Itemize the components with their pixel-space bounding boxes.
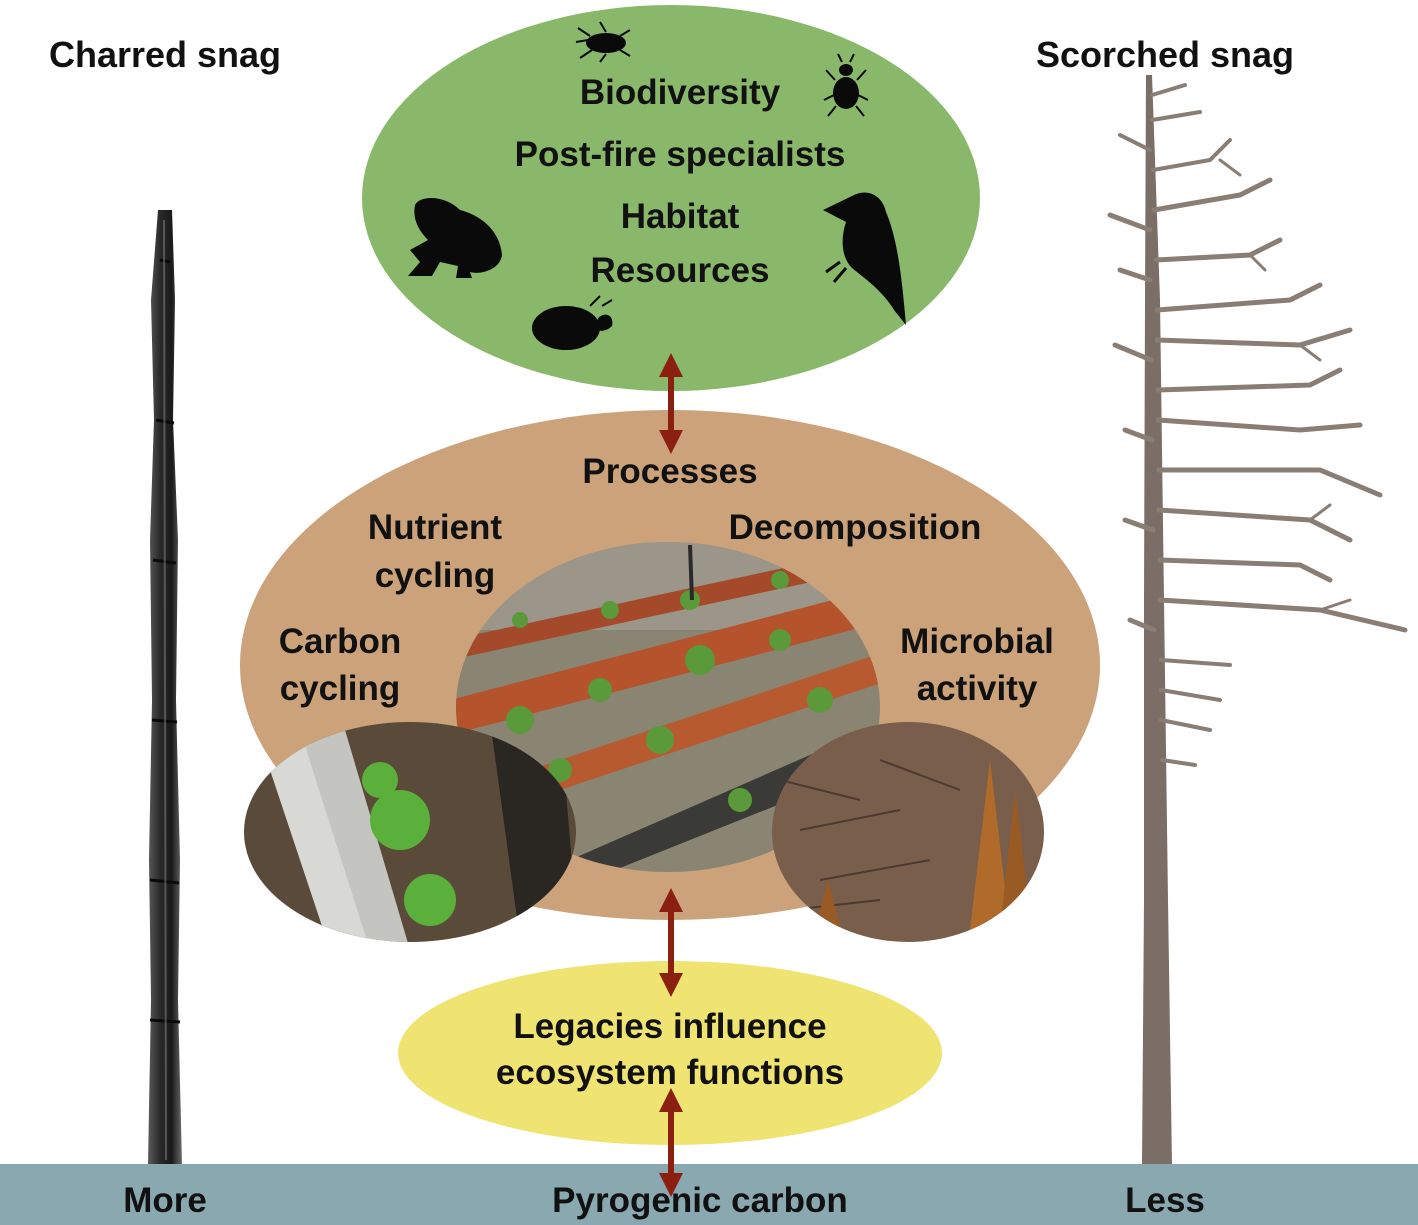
charred-snag-title: Charred snag [48,34,282,75]
scorched-snag-title: Scorched snag [1035,34,1295,75]
nutrient-label: Nutrient [367,508,503,547]
post-fire-specialists-label: Post-fire specialists [514,135,846,174]
less-label: Less [1125,1181,1205,1220]
carbon-label: Carbon [278,622,402,661]
pyrogenic-carbon-bar [0,1164,1418,1225]
pyrogenic-carbon-label: Pyrogenic carbon [552,1181,848,1220]
larva-icon [532,295,613,350]
biodiversity-label: Biodiversity [579,73,781,112]
charred-snag-icon [148,210,182,1165]
microbial-label: Microbial [900,622,1054,661]
microbial-activity-label: activity [916,669,1038,708]
nutrient-cycling-label: cycling [374,556,496,595]
decomposition-label: Decomposition [728,508,982,547]
legacies-line-1: Legacies influence [513,1007,827,1046]
beetle-icon [823,53,869,117]
more-label: More [123,1181,207,1220]
scorched-snag-icon [1107,75,1408,1165]
legacies-ellipse [398,961,942,1145]
processes-title: Processes [582,452,758,491]
toad-icon [408,198,502,278]
legacies-line-2: ecosystem functions [495,1053,845,1092]
resources-label: Resources [590,251,770,290]
habitat-label: Habitat [620,197,740,236]
woodpecker-icon [823,192,906,325]
pond-photo [772,722,1044,942]
carbon-cycling-label: cycling [279,669,401,708]
bug-icon [575,21,631,63]
biodiversity-ellipse [362,5,980,391]
